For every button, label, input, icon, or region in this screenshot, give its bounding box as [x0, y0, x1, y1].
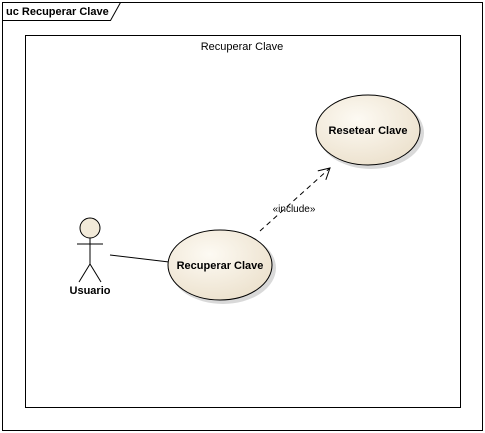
frame-title-tab: [2, 2, 121, 21]
frame-title: uc Recuperar Clave: [6, 6, 109, 18]
include-dependency-line: [259, 167, 331, 232]
use-case-label: Recuperar Clave: [177, 260, 264, 272]
system-boundary-title: Recuperar Clave: [201, 41, 284, 53]
actor-usuario[interactable]: Usuario: [70, 217, 111, 297]
use-case-recuperar-clave[interactable]: Recuperar Clave: [167, 229, 276, 304]
actor-right-leg-icon: [89, 263, 102, 283]
include-stereotype-label: «include»: [273, 204, 316, 215]
use-case-label: Resetear Clave: [329, 125, 408, 137]
actor-left-leg-icon: [78, 263, 91, 283]
use-case-resetear-clave[interactable]: Resetear Clave: [315, 94, 424, 169]
actor-name: Usuario: [70, 285, 111, 297]
actor-head-icon: [79, 217, 101, 239]
association-line: [109, 254, 170, 263]
